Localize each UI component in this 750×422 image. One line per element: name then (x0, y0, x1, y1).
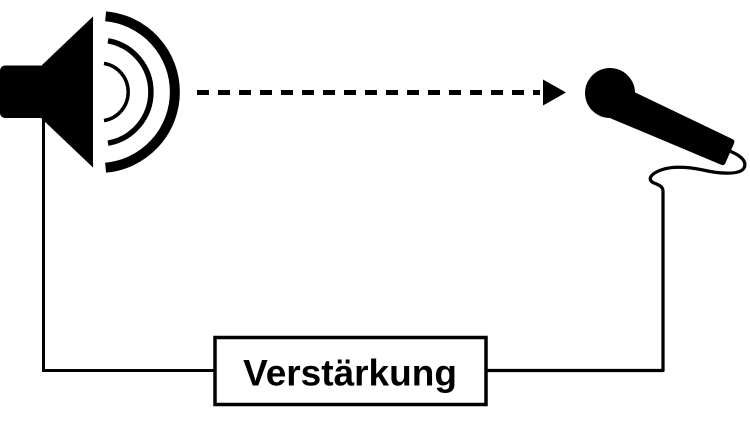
feedback-return-wire (42, 111, 215, 372)
microphone-cable (485, 147, 747, 373)
amplifier-box: Verstärkung (213, 335, 488, 407)
sound-wave-middle (107, 38, 154, 146)
sound-waves-icon (103, 11, 180, 173)
speaker-icon (0, 11, 180, 173)
dashed-right-arrow-icon (197, 79, 566, 106)
microphone-handle (609, 87, 735, 166)
speaker-cone (41, 16, 93, 168)
dashed-arrow-head (543, 79, 566, 106)
sound-wave-outer (105, 11, 180, 173)
microphone-icon (585, 68, 735, 166)
amplifier-box-label: Verstärkung (243, 353, 457, 394)
sound-wave-inner (103, 61, 130, 123)
amplifier-box-frame (213, 335, 488, 407)
speaker-body (0, 65, 45, 118)
